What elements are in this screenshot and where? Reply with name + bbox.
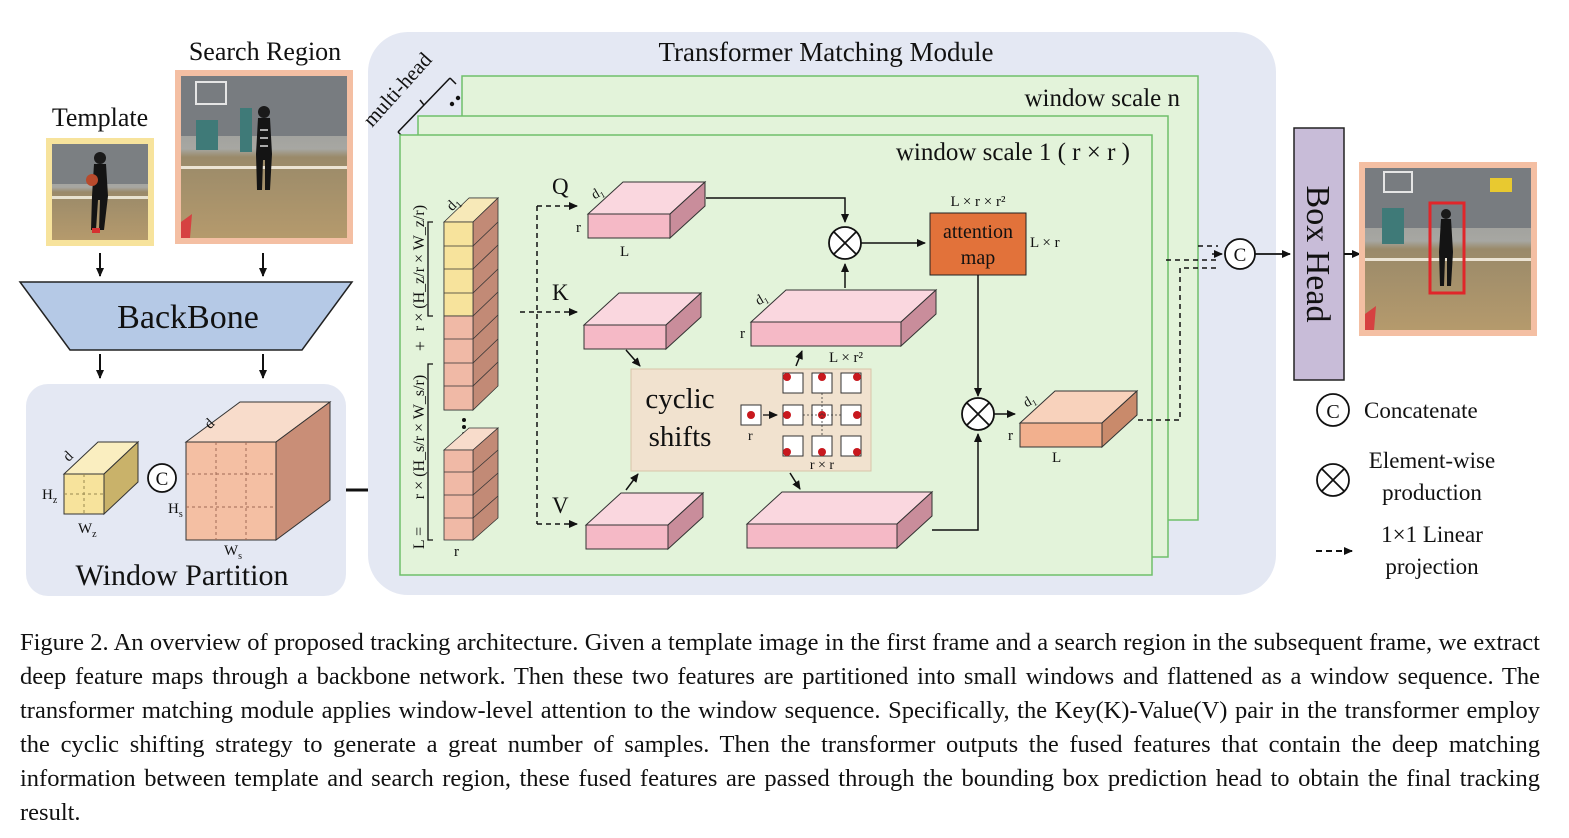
sequence-plus: +: [410, 341, 430, 351]
legend-linear-label-1: 1×1 Linear: [1381, 522, 1483, 547]
v-tensor: [584, 491, 705, 551]
architecture-diagram: Template Search Region BackBone: [18, 32, 1537, 596]
v-label: V: [552, 493, 569, 518]
k-label: K: [552, 280, 569, 305]
template-image: [46, 138, 154, 246]
k-tensor: [582, 291, 703, 351]
concat-symbol-output: C: [1224, 238, 1256, 270]
sequence-length-brace: [427, 221, 433, 541]
sequence-L-equals: L =: [411, 527, 428, 549]
window-scale-n-label: window scale n: [1024, 85, 1180, 112]
legend: C Concatenate Element-wise production 1×…: [1316, 393, 1495, 579]
attention-right-dim: L × r: [1030, 235, 1060, 251]
cyclic-r-label: r: [748, 429, 753, 444]
head-outputs-to-concat: [1138, 245, 1218, 421]
cyclic-shifts-label-1: cyclic: [645, 383, 714, 415]
attention-map-label-1: attention: [943, 221, 1013, 243]
tracking-result-image: [1359, 162, 1537, 336]
q-tensor: [586, 180, 707, 240]
linear-projection-arrows: [520, 202, 578, 528]
cyclic-shift-grid: [740, 372, 862, 457]
product-node-output: [961, 397, 995, 431]
search-height-label: Hs: [168, 501, 183, 520]
legend-concat-icon: [1316, 393, 1350, 427]
sequence-label-bottom: r × (H_s/r × W_s/r): [411, 375, 428, 499]
shifted-k-tensor: [749, 288, 938, 348]
tracking-bounding-box: [1428, 201, 1466, 295]
attention-top-dim: L × r × r²: [950, 194, 1006, 210]
svg-text:C: C: [1234, 245, 1247, 266]
template-height-label: Hz: [42, 487, 58, 506]
shifted-k-r-label: r: [740, 326, 745, 342]
svg-text:C: C: [1326, 401, 1339, 423]
sequence-label-top: r × (H_z/r × W_z/r): [411, 205, 428, 331]
box-head-label: Box Head: [1299, 186, 1336, 323]
legend-product-label-2: production: [1382, 480, 1482, 505]
q-r-label: r: [576, 220, 581, 236]
shifted-k-dim-label: L × r²: [829, 350, 864, 366]
figure-caption: Figure 2. An overview of proposed tracki…: [20, 629, 1540, 826]
concat-symbol-partition: C: [147, 463, 177, 493]
cyclic-rxr-label: r × r: [810, 458, 835, 473]
product-node-attention: [828, 226, 862, 260]
legend-product-icon: [1316, 463, 1350, 497]
output-r-label: r: [1008, 428, 1013, 444]
legend-linear-label-2: projection: [1385, 554, 1479, 579]
output-tensor: [1018, 389, 1139, 449]
legend-concat-label: Concatenate: [1364, 398, 1478, 423]
search-width-label: Ws: [224, 543, 242, 562]
backbone-label: BackBone: [117, 299, 259, 336]
q-label: Q: [552, 174, 569, 199]
search-region-label: Search Region: [189, 37, 341, 66]
transformer-module-title: Transformer Matching Module: [659, 37, 994, 67]
attention-map-label-2: map: [961, 247, 995, 269]
legend-product-label-1: Element-wise: [1369, 448, 1495, 473]
window-partition-title: Window Partition: [76, 559, 289, 592]
svg-text:C: C: [156, 469, 169, 490]
search-region-image: [175, 70, 353, 244]
window-scale-1-label: window scale 1 ( r × r ): [896, 139, 1130, 166]
shifted-v-tensor: [745, 490, 934, 550]
template-label: Template: [52, 103, 148, 132]
search-feature-cube: [184, 401, 332, 541]
output-L-label: L: [1052, 450, 1061, 466]
attention-map-box: [929, 212, 1027, 276]
seq-r-label: r: [454, 544, 459, 560]
window-sequence-stack: [442, 197, 500, 541]
q-L-label: L: [620, 244, 629, 260]
backbone-trapezoid: [18, 281, 354, 351]
cyclic-shifts-label-2: shifts: [649, 421, 712, 453]
box-head-block: [1293, 127, 1345, 381]
template-width-label: Wz: [78, 521, 97, 540]
template-feature-cube: [62, 440, 140, 516]
